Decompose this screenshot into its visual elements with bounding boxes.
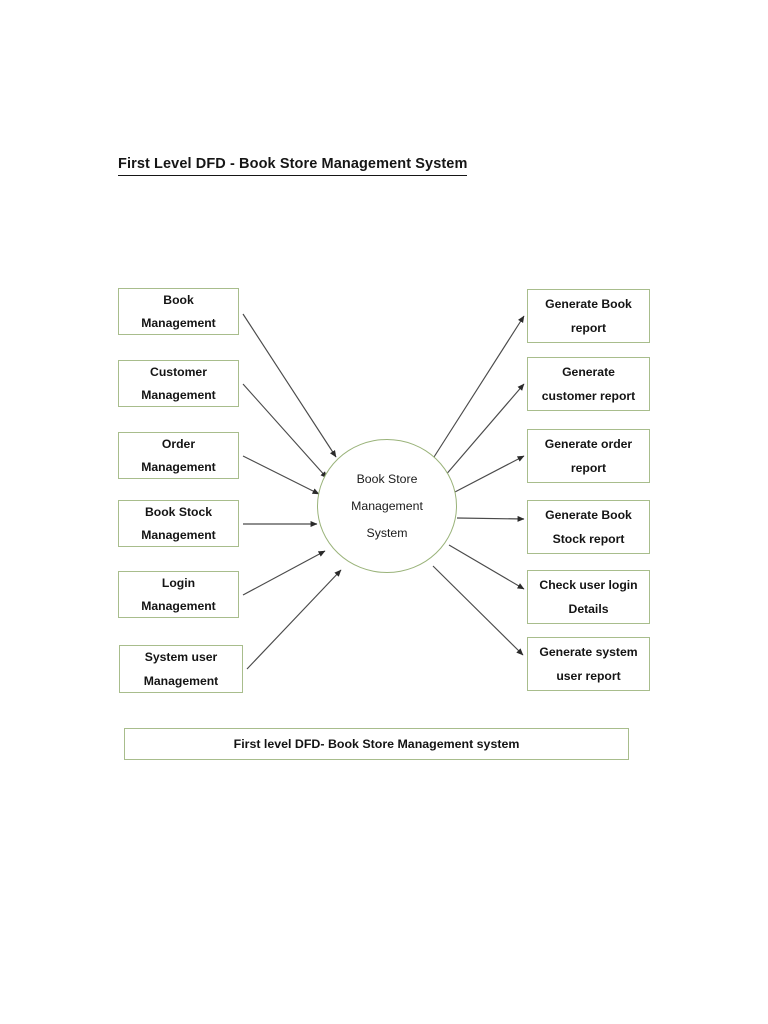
entity-label-line-1: Book Stock: [144, 504, 213, 519]
output-label-line-1: Generate system: [539, 645, 638, 660]
process-book-store-management-system[interactable]: Book Store Management System: [317, 439, 457, 573]
entity-login-management[interactable]: Login Management: [118, 571, 239, 618]
flow-customer-management: [242, 383, 328, 479]
output-label-line-1: Generate Book: [545, 297, 632, 312]
page-title: First Level DFD - Book Store Management …: [118, 156, 468, 176]
flow-login-management: [242, 550, 326, 596]
flow-generate-book-stock-report: [456, 515, 525, 522]
output-label-line-2: user report: [556, 668, 621, 683]
output-label-line-2: report: [570, 320, 607, 335]
output-label-line-1: Generate: [562, 365, 615, 380]
flow-book-management: [242, 313, 337, 458]
flow-generate-book-report: [433, 315, 525, 458]
output-label-line-2: report: [570, 460, 607, 475]
entity-label-line-1: Order: [161, 436, 196, 451]
entity-label-line-2: Management: [141, 528, 216, 542]
flow-order-management: [242, 455, 320, 495]
output-generate-system-user-report[interactable]: Generate system user report: [527, 637, 650, 691]
output-generate-order-report[interactable]: Generate order report: [527, 429, 650, 483]
diagram-caption-text: First level DFD- Book Store Management s…: [233, 737, 520, 751]
flow-generate-customer-report: [443, 383, 525, 478]
output-generate-customer-report[interactable]: Generate customer report: [527, 357, 650, 411]
entity-book-management[interactable]: Book Management: [118, 288, 239, 335]
entity-label-line-1: Login: [161, 575, 196, 590]
output-label-line-2: Stock report: [552, 531, 625, 546]
entity-order-management[interactable]: Order Management: [118, 432, 239, 479]
entity-label-line-1: System user: [144, 650, 218, 665]
output-label-line-2: customer report: [541, 388, 636, 403]
entity-customer-management[interactable]: Customer Management: [118, 360, 239, 407]
process-line-1: Book Store: [356, 471, 418, 486]
entity-book-stock-management[interactable]: Book Stock Management: [118, 500, 239, 547]
diagram-caption-bar: First level DFD- Book Store Management s…: [124, 728, 629, 760]
output-generate-book-stock-report[interactable]: Generate Book Stock report: [527, 500, 650, 554]
entity-label-line-2: Management: [143, 673, 219, 688]
entity-system-user-management[interactable]: System user Management: [119, 645, 243, 693]
output-label-line-2: Details: [568, 601, 609, 616]
entity-label-line-1: Customer: [150, 364, 207, 379]
output-check-user-login-details[interactable]: Check user login Details: [527, 570, 650, 624]
flow-generate-order-report: [452, 455, 525, 494]
entity-label-line-2: Management: [141, 388, 216, 402]
flow-check-user-login-details: [448, 544, 525, 590]
output-generate-book-report[interactable]: Generate Book report: [527, 289, 650, 343]
process-line-3: System: [366, 526, 408, 541]
flow-generate-system-user-report: [432, 565, 524, 656]
entity-label-line-2: Management: [141, 599, 216, 613]
output-label-line-1: Generate Book: [545, 508, 632, 523]
process-line-2: Management: [351, 498, 423, 513]
output-label-line-1: Check user login: [539, 578, 638, 593]
output-label-line-1: Generate order: [544, 437, 633, 452]
entity-label-line-2: Management: [141, 316, 216, 330]
entity-label-line-1: Book: [163, 292, 194, 307]
flow-system-user-management: [246, 569, 342, 670]
entity-label-line-2: Management: [141, 460, 216, 474]
